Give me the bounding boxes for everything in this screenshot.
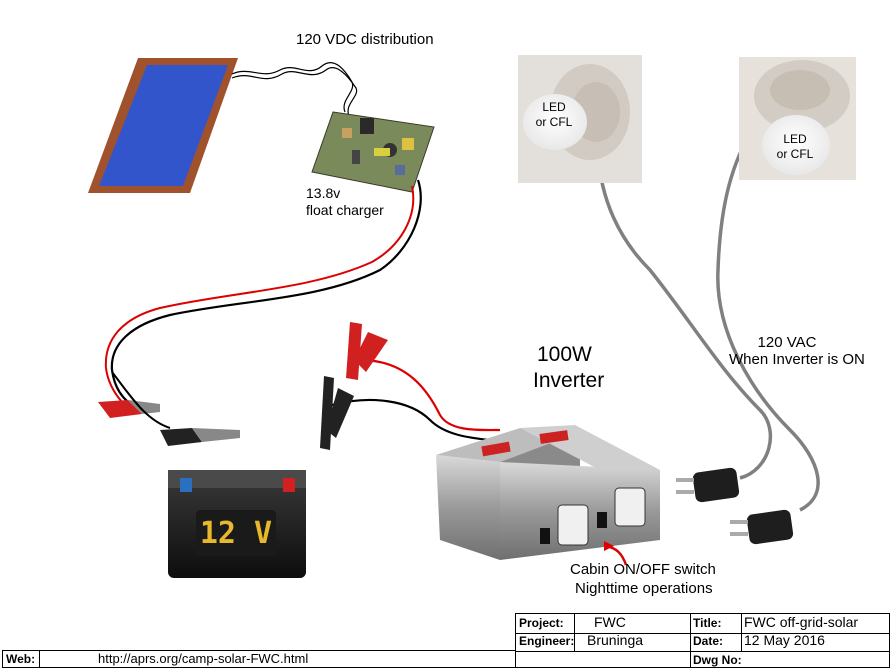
- ac-plug-2: [730, 509, 794, 545]
- battery-clip-black: [111, 371, 240, 446]
- lamp2-label-line2: or CFL: [776, 147, 814, 161]
- engineer-key: Engineer:: [519, 634, 575, 648]
- web-key: Web:: [6, 652, 36, 666]
- dc-distribution-wire: [231, 62, 354, 113]
- inverter-clip-black: [320, 376, 354, 450]
- switch-label-line1: Cabin ON/OFF switch: [570, 561, 716, 578]
- dwg-key: Dwg No:: [693, 653, 742, 667]
- charger-label-line2: float charger: [306, 202, 384, 218]
- lamp-1: [518, 55, 642, 183]
- web-url-link[interactable]: http://aprs.org/camp-solar-FWC.html: [98, 651, 309, 666]
- date-value: 12 May 2016: [744, 632, 825, 648]
- lamp-2: [739, 57, 856, 180]
- lamp1-label-line1: LED: [542, 100, 566, 114]
- float-charger-board: [311, 111, 435, 193]
- project-key: Project:: [519, 616, 564, 630]
- battery-clip-red: [98, 400, 160, 418]
- title-block: [515, 613, 890, 668]
- solar-panel: [88, 58, 238, 193]
- ac-label-line1: 120 VAC: [757, 334, 817, 351]
- lamp2-label-line1: LED: [783, 132, 807, 146]
- title-value: FWC off-grid-solar: [744, 614, 859, 630]
- date-key: Date:: [693, 634, 724, 648]
- inverter-label-line1: 100W: [537, 343, 592, 366]
- ac-plug-1: [676, 467, 740, 503]
- battery-voltage-label: 12 V: [199, 516, 273, 551]
- inverter-label-line2: Inverter: [533, 369, 605, 392]
- inverter-clip-red: [346, 322, 388, 380]
- battery-12v: [168, 470, 306, 578]
- project-value: FWC: [594, 614, 626, 630]
- ac-cord-1: [596, 149, 773, 480]
- lamp1-label-line2: or CFL: [535, 115, 573, 129]
- charger-label-line1: 13.8v: [306, 185, 341, 201]
- inverter-unit: [436, 425, 660, 560]
- engineer-value: Bruninga: [587, 632, 644, 648]
- web-row: [2, 650, 516, 668]
- title-key: Title:: [693, 616, 722, 630]
- dc-distribution-label: 120 VDC distribution: [296, 31, 434, 48]
- ac-label-line2: When Inverter is ON: [729, 351, 865, 368]
- switch-label-line2: Nighttime operations: [575, 580, 713, 597]
